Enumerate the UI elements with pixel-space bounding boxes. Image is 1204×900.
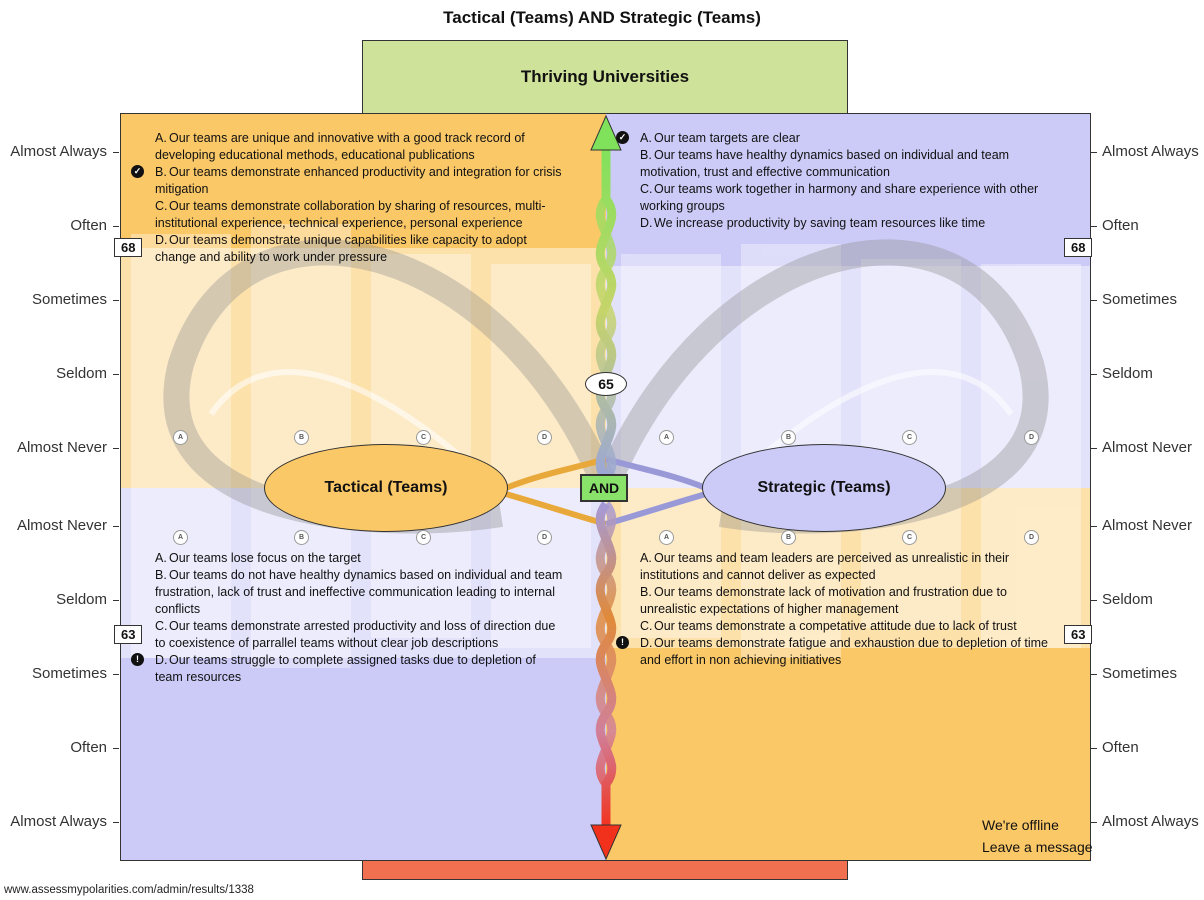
item-dot: D: [1024, 530, 1039, 545]
check-icon: ✓: [131, 165, 144, 178]
scale-label: Often: [70, 739, 107, 756]
greater-purpose-banner: Thriving Universities: [362, 40, 848, 114]
downward-arrowhead: [590, 824, 622, 860]
upward-arrowhead: [590, 114, 622, 151]
list-item: C.Our teams work together in harmony and…: [640, 182, 1039, 213]
chat-status-text: We're offline: [982, 817, 1059, 833]
lower-left-quadrant: [121, 488, 606, 860]
scale-label: Almost Always: [10, 143, 107, 160]
score-badge-upper-left: 68: [114, 238, 143, 257]
item-dot: C: [416, 430, 431, 445]
item-dot: C: [902, 530, 917, 545]
score-badge-lower-right: 63: [1064, 625, 1093, 644]
item-dot: D: [537, 430, 552, 445]
lower-right-items: A.Our teams and team leaders are perceiv…: [616, 550, 1060, 669]
list-item: B.Our teams demonstrate lack of motivati…: [640, 585, 1007, 616]
upper-left-items: A.Our teams are unique and innovative wi…: [131, 130, 565, 266]
page-url: www.assessmypolarities.com/admin/results…: [4, 884, 254, 896]
list-item: B.Our teams do not have healthy dynamics…: [155, 568, 563, 616]
right-upper-connector: [605, 456, 708, 491]
scale-label: Almost Always: [10, 813, 107, 830]
right-lower-connector: [605, 491, 707, 527]
scale-label: Almost Always: [1102, 813, 1199, 830]
item-dot: D: [1024, 430, 1039, 445]
scale-label: Almost Never: [1102, 439, 1193, 456]
list-item: A.Our teams are unique and innovative wi…: [155, 131, 525, 162]
item-dot: A: [659, 430, 674, 445]
item-dot: B: [294, 530, 309, 545]
score-badge-upper-right: 68: [1064, 238, 1093, 257]
scale-label: Seldom: [56, 591, 107, 608]
scale-label: Almost Never: [16, 517, 107, 534]
item-dot: C: [902, 430, 917, 445]
item-dot: C: [416, 530, 431, 545]
scale-label: Seldom: [1102, 365, 1153, 382]
strategic-pole: Strategic (Teams): [702, 444, 946, 532]
list-item: C.Our teams demonstrate arrested product…: [155, 619, 556, 650]
list-item: !D.Our teams demonstrate fatigue and exh…: [616, 635, 1060, 669]
item-dot: A: [659, 530, 674, 545]
scale-label: Often: [1102, 739, 1139, 756]
item-dot: A: [173, 430, 188, 445]
scale-label: Sometimes: [1102, 665, 1178, 682]
scale-label: Almost Always: [1102, 143, 1199, 160]
scale-label: Seldom: [1102, 591, 1153, 608]
scale-label: Often: [70, 217, 107, 234]
scale-label: Almost Never: [16, 439, 107, 456]
list-item: ✓A.Our team targets are clear: [616, 130, 1060, 147]
center-score: 65: [585, 372, 627, 396]
polarity-map-graphics: [121, 114, 1090, 860]
tactical-pole: Tactical (Teams): [264, 444, 508, 532]
lower-right-quadrant: [606, 488, 1090, 860]
scale-label: Seldom: [56, 365, 107, 382]
lower-left-items: A.Our teams lose focus on the target B.O…: [131, 550, 565, 686]
left-upper-connector: [504, 456, 607, 491]
list-item: D.We increase productivity by saving tea…: [640, 216, 986, 230]
list-item: A.Our teams and team leaders are perceiv…: [640, 551, 1010, 582]
list-item: C.Our teams demonstrate collaboration by…: [155, 199, 546, 230]
upper-left-quadrant: [121, 114, 606, 488]
alert-icon: !: [131, 653, 144, 666]
leave-message-link[interactable]: Leave a message: [982, 839, 1093, 855]
scale-label: Sometimes: [1102, 291, 1178, 308]
left-lower-connector: [505, 491, 607, 527]
page-title: Tactical (Teams) AND Strategic (Teams): [443, 8, 761, 27]
item-dot: A: [173, 530, 188, 545]
alert-icon: !: [616, 636, 629, 649]
chat-widget[interactable]: We're offline Leave a message: [982, 814, 1093, 858]
list-item: C.Our teams demonstrate a competative at…: [640, 619, 1017, 633]
list-item: A.Our teams lose focus on the target: [155, 551, 361, 565]
list-item: B.Our teams have healthy dynamics based …: [640, 148, 1010, 179]
scale-label: Almost Never: [1102, 517, 1193, 534]
and-connector: AND: [580, 474, 628, 502]
item-dot: B: [294, 430, 309, 445]
scale-label: Sometimes: [31, 291, 107, 308]
list-item: !D.Our teams struggle to complete assign…: [131, 652, 565, 686]
check-icon: ✓: [616, 131, 629, 144]
list-item: D.Our teams demonstrate unique capabilit…: [155, 233, 527, 264]
item-dot: B: [781, 530, 796, 545]
deeper-fear-banner: [362, 860, 848, 880]
upper-right-items: ✓A.Our team targets are clear B.Our team…: [616, 130, 1060, 232]
scale-label: Sometimes: [31, 665, 107, 682]
scale-label: Often: [1102, 217, 1139, 234]
polarity-map: [120, 113, 1091, 861]
score-badge-lower-left: 63: [114, 625, 143, 644]
list-item: ✓B.Our teams demonstrate enhanced produc…: [131, 164, 565, 198]
item-dot: D: [537, 530, 552, 545]
item-dot: B: [781, 430, 796, 445]
upper-right-quadrant: [606, 114, 1090, 488]
